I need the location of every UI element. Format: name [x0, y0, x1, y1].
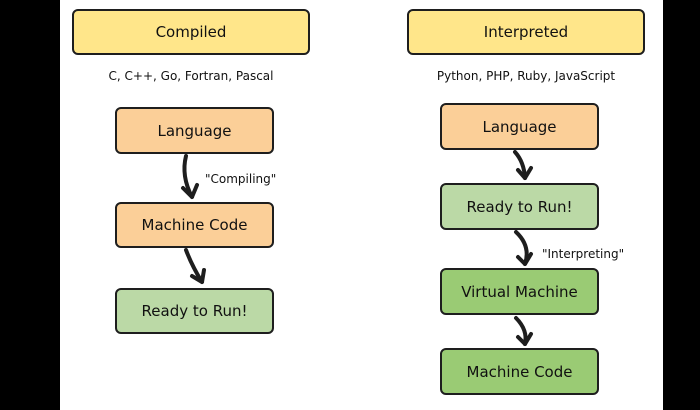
arrow-compiling	[181, 154, 199, 199]
arrow-interpreting	[514, 230, 533, 266]
compiled-header: Compiled	[72, 9, 310, 55]
arrow-lang-to-ready	[513, 150, 533, 180]
interpreted-languages: Python, PHP, Ruby, JavaScript	[436, 69, 616, 83]
virtual-machine-box: Virtual Machine	[440, 268, 599, 315]
arrow-compiled-to-ready	[184, 248, 206, 284]
compiling-label: "Compiling"	[205, 172, 277, 186]
interpreted-ready-to-run-box: Ready to Run!	[440, 183, 599, 230]
interpreting-label: "Interpreting"	[542, 247, 625, 261]
compiled-machine-code-box: Machine Code	[115, 202, 274, 248]
compiled-ready-to-run-box: Ready to Run!	[115, 288, 274, 334]
interpreted-language-box: Language	[440, 103, 599, 150]
arrows-layer	[181, 150, 533, 346]
interpreted-machine-code-box: Machine Code	[440, 348, 599, 395]
compiled-languages: C, C++, Go, Fortran, Pascal	[108, 69, 274, 83]
diagram-canvas: Compiled C, C++, Go, Fortran, Pascal Lan…	[60, 0, 663, 410]
arrow-vm-to-machine-code	[514, 316, 533, 346]
compiled-language-box: Language	[115, 107, 274, 154]
interpreted-header: Interpreted	[407, 9, 645, 55]
